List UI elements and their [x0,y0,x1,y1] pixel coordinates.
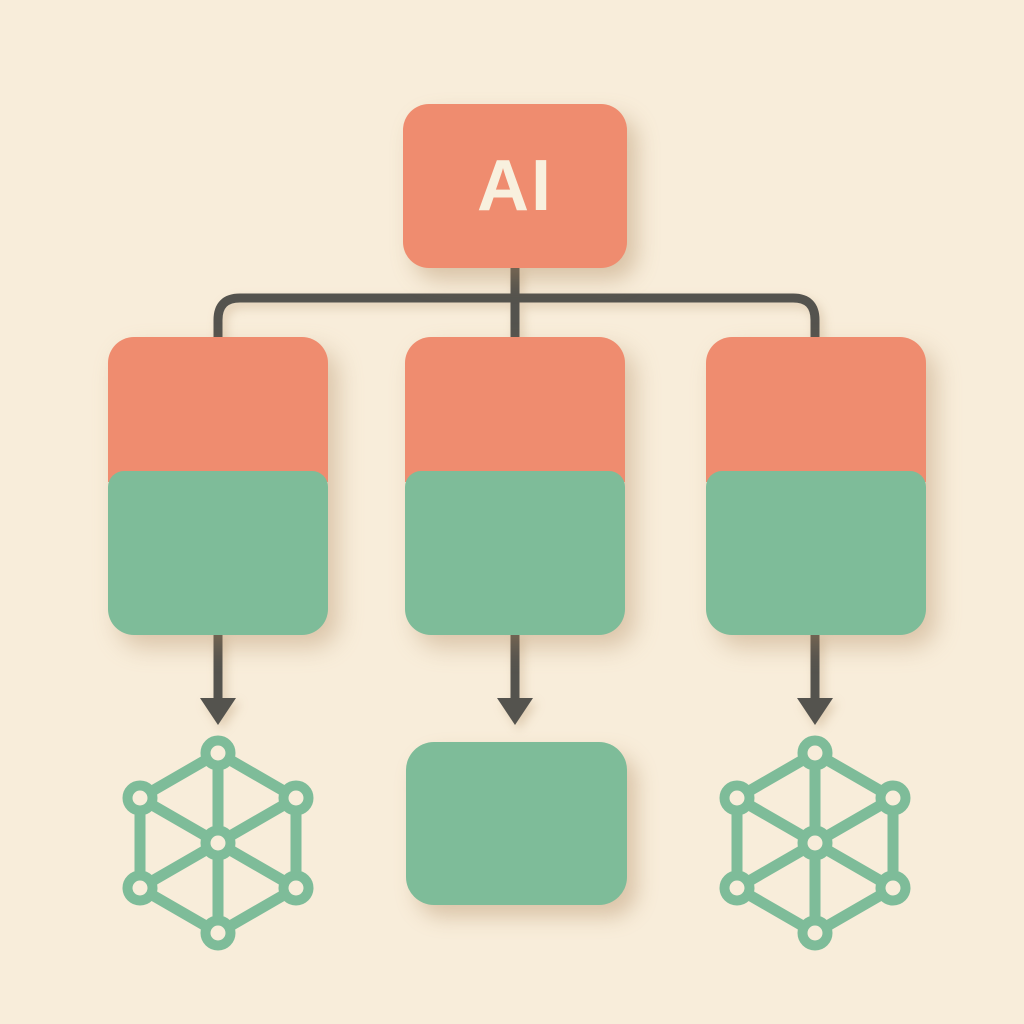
arrow-head-1 [200,698,236,725]
network-node [122,780,158,816]
branch-box-3 [706,337,926,635]
branch-box-2-bottom [405,471,625,635]
root-node-label: AI [477,146,553,226]
network-node [719,780,755,816]
network-spoke-edges [734,753,896,933]
branch-box-1-bottom [108,471,328,635]
network-node [278,780,314,816]
network-center-node [200,825,236,861]
branch-box-3-top [706,337,926,482]
network-node [875,870,911,906]
arrow-head-2 [497,698,533,725]
network-node [797,915,833,951]
network-spoke-edges [137,753,299,933]
branch-bus-line [213,293,820,344]
network-node [200,735,236,771]
network-graph-icon [122,735,314,951]
network-node [278,870,314,906]
network-node [797,735,833,771]
network-center-node [797,825,833,861]
branch-box-2-top [405,337,625,482]
branch-box-3-bottom [706,471,926,635]
network-node [719,870,755,906]
network-node [122,870,158,906]
network-graph-icon [719,735,911,951]
arrow-head-3 [797,698,833,725]
network-node [875,780,911,816]
branch-box-2 [405,337,625,635]
network-node [200,915,236,951]
branch-box-1-top [108,337,328,482]
output-box-green [406,742,627,905]
root-node-ai: AI [403,104,627,268]
branch-box-1 [108,337,328,635]
